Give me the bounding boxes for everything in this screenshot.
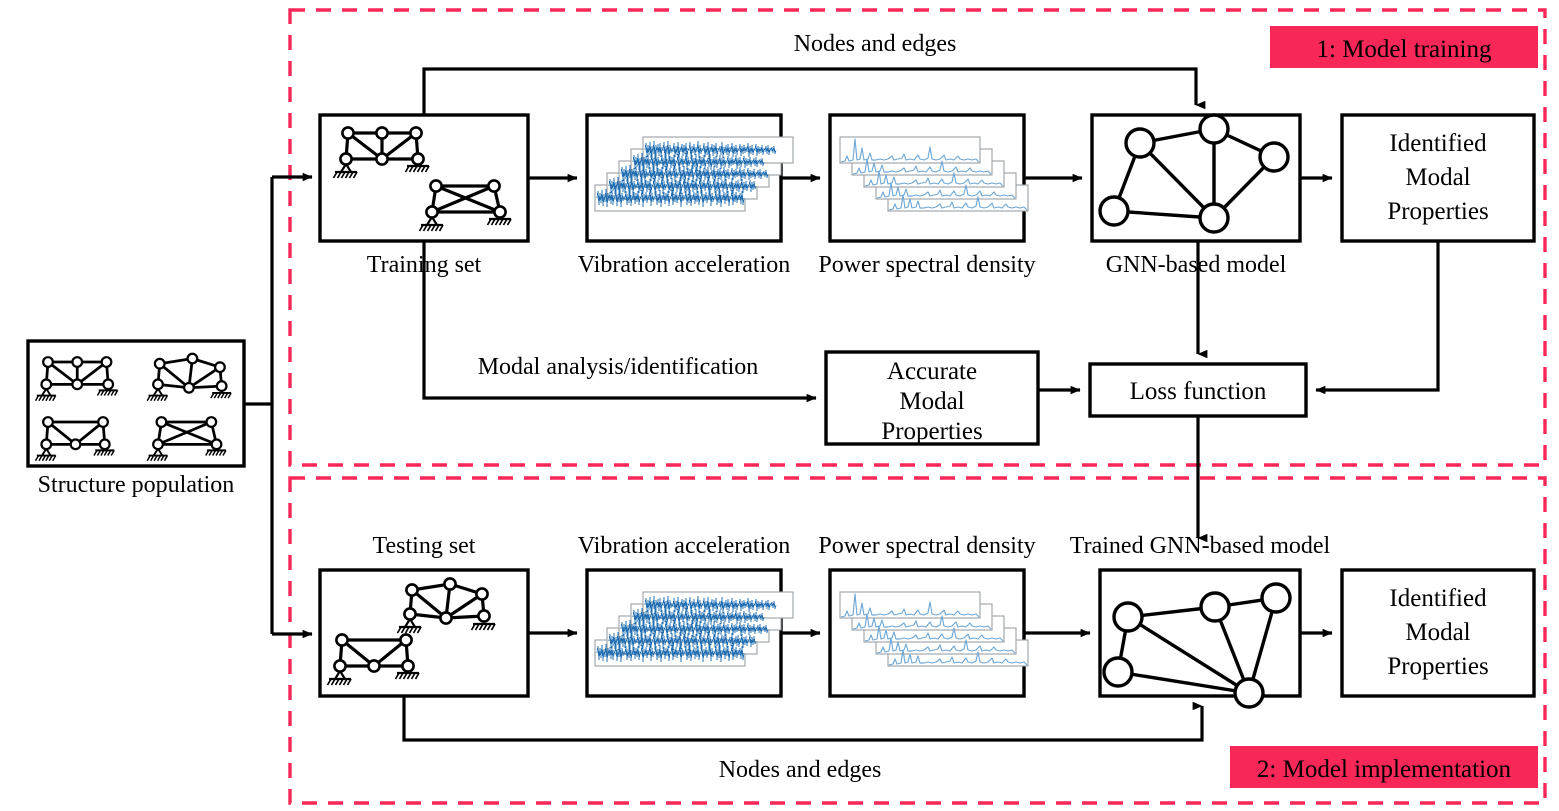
training-set-label: Training set: [367, 252, 482, 278]
power-spectral-density-label-2: Power spectral density: [818, 533, 1035, 559]
svg-text:Identified: Identified: [1389, 585, 1487, 612]
identified-modal-properties-box-1[interactable]: [1340, 113, 1536, 243]
svg-text:Modal: Modal: [899, 388, 964, 415]
testing-set-box[interactable]: [318, 568, 530, 698]
vibration-stack-2: [594, 591, 794, 667]
accurate-modal-properties-box[interactable]: [824, 350, 1040, 446]
trained-gnn-based-model-label: Trained GNN-based model: [1070, 533, 1331, 559]
nodes-and-edges-label-2: Nodes and edges: [719, 757, 882, 783]
arrow-identified-to-loss: [1315, 241, 1440, 395]
power-spectral-density-label-1: Power spectral density: [818, 252, 1035, 278]
modal-analysis-path: [422, 241, 817, 403]
nodes-and-edges-label-1: Nodes and edges: [794, 31, 957, 57]
testing-set-label: Testing set: [373, 533, 476, 559]
section-1-badge-bg: [1270, 26, 1538, 68]
psd-stack-2: [839, 591, 1029, 667]
svg-text:Properties: Properties: [1387, 198, 1488, 225]
gnn-graph-2: [1102, 582, 1292, 709]
population-branch-bus: [244, 177, 274, 406]
psd-stack-1: [839, 136, 1029, 212]
section-2-badge-bg: [1230, 746, 1538, 788]
svg-text:Modal: Modal: [1405, 164, 1470, 191]
vibration-acceleration-label-1: Vibration acceleration: [578, 252, 790, 278]
gnn-graph-1: [1098, 113, 1290, 234]
section-2-badge-label: 2: Model implementation: [1257, 756, 1512, 783]
section-2-frame: [288, 476, 1547, 805]
svg-text:Modal: Modal: [1405, 619, 1470, 646]
feedback-nodes-edges-path-1: [422, 67, 1206, 115]
svg-text:Properties: Properties: [881, 418, 982, 445]
section-1-frame: [288, 8, 1547, 467]
modal-analysis-label: Modal analysis/identification: [478, 354, 759, 380]
vibration-acceleration-label-2: Vibration acceleration: [578, 533, 790, 559]
feedback-nodes-edges-path-2: [402, 696, 1204, 742]
section-1-badge-label: 1: Model training: [1317, 36, 1492, 63]
loss-function-box[interactable]: [1088, 362, 1308, 418]
svg-text:Identified: Identified: [1389, 130, 1487, 157]
structure-population-label: Structure population: [38, 472, 235, 498]
identified-modal-properties-text-2: Identified Modal Properties: [1387, 585, 1488, 680]
accurate-modal-properties-text: Accurate Modal Properties: [881, 358, 982, 445]
loss-function-label: Loss function: [1130, 378, 1267, 405]
identified-modal-properties-text-1: Identified Modal Properties: [1387, 130, 1488, 225]
svg-text:Accurate: Accurate: [887, 358, 977, 385]
gnn-based-model-label: GNN-based model: [1106, 252, 1287, 278]
svg-text:Properties: Properties: [1387, 653, 1488, 680]
identified-modal-properties-box-2[interactable]: [1340, 568, 1536, 698]
vibration-stack-1: [594, 136, 794, 212]
